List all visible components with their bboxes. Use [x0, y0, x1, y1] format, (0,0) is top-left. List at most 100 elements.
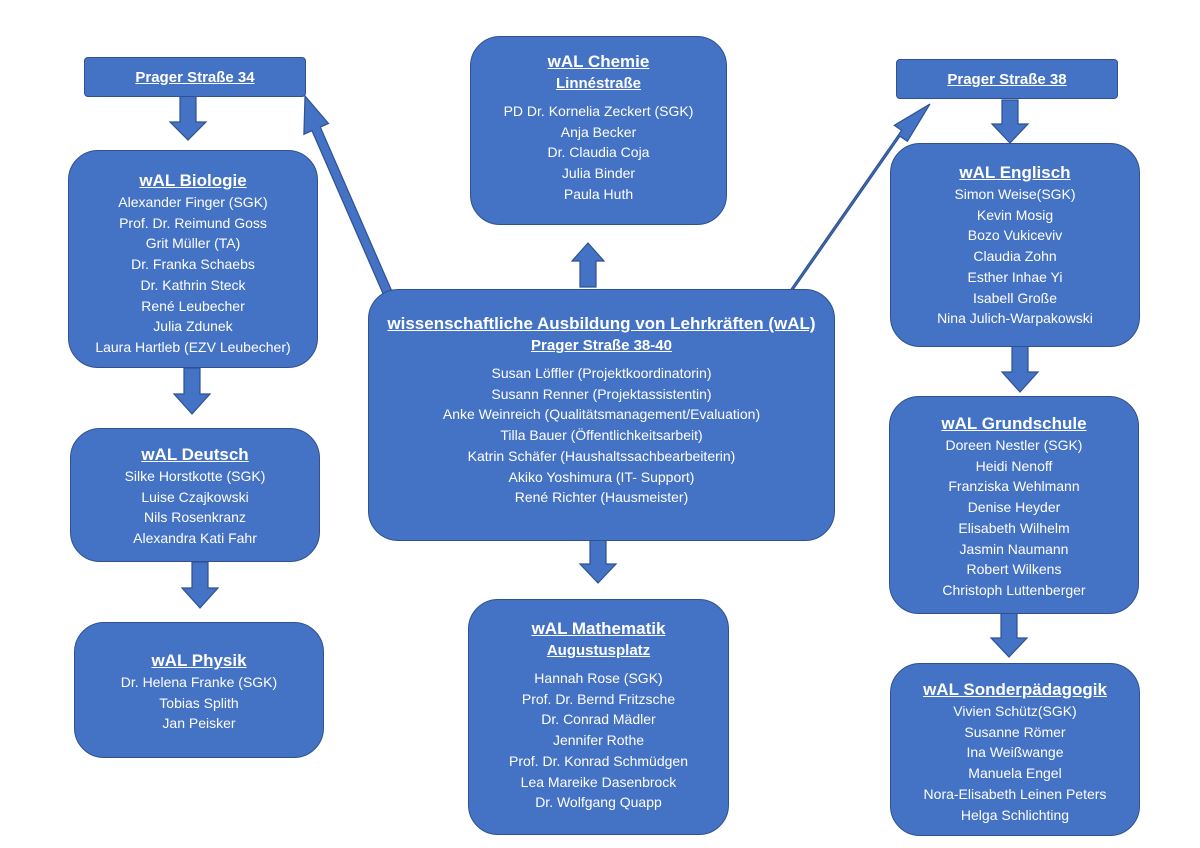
member-name: Susanne Römer — [964, 723, 1066, 740]
member-name: Prof. Dr. Bernd Fritzsche — [521, 690, 676, 707]
member-name: Christoph Luttenberger — [942, 581, 1086, 598]
member-name: Nils Rosenkranz — [144, 509, 246, 526]
member-name: Anja Becker — [560, 123, 637, 140]
center-member-list: Susan Löffler (Projektkoordinatorin) Sus… — [369, 363, 834, 508]
member-name: Tilla Bauer (Öffentlichkeitsarbeit) — [500, 427, 703, 444]
biologie-member-list: Alexander Finger (SGK) Prof. Dr. Reimund… — [69, 192, 317, 358]
member-name: PD Dr. Kornelia Zeckert (SGK) — [503, 103, 694, 119]
member-name: Jennifer Rothe — [552, 732, 645, 749]
member-name: Silke Horstkotte (SGK) — [124, 468, 266, 484]
wal-physik-box: wAL Physik Dr. Helena Franke (SGK) Tobia… — [74, 622, 324, 758]
member-name: Paula Huth — [563, 185, 634, 202]
member-name: Dr. Conrad Mädler — [541, 711, 656, 728]
member-name: Robert Wilkens — [966, 561, 1062, 578]
member-name: Kevin Mosig — [976, 206, 1054, 223]
arrow-center-to-prager34 — [303, 94, 396, 304]
arrow-prager34-to-biologie — [168, 95, 208, 141]
member-name: René Richter (Hausmeister) — [514, 489, 689, 506]
wal-englisch-box: wAL Englisch Simon Weise(SGK) Kevin Mosi… — [890, 143, 1140, 347]
wal-grundschule-box: wAL Grundschule Doreen Nestler (SGK) Hei… — [889, 396, 1139, 614]
member-name: Denise Heyder — [967, 499, 1061, 516]
member-name: Doreen Nestler (SGK) — [945, 437, 1083, 453]
chemie-subtitle: Linnéstraße — [555, 75, 642, 92]
englisch-title: wAL Englisch — [959, 163, 1071, 182]
physik-title: wAL Physik — [151, 651, 247, 670]
member-name: Alexander Finger (SGK) — [118, 194, 268, 210]
member-name: Katrin Schäfer (Haushaltssachbearbeiteri… — [467, 447, 736, 464]
sonderpaedagogik-member-list: Vivien Schütz(SGK) Susanne Römer Ina Wei… — [891, 701, 1139, 825]
arrow-biologie-to-deutsch — [172, 367, 212, 415]
wal-deutsch-box: wAL Deutsch Silke Horstkotte (SGK) Luise… — [70, 428, 320, 562]
member-name: Susan Löffler (Projektkoordinatorin) — [491, 365, 712, 381]
member-name: Nina Julich-Warpakowski — [937, 310, 1093, 327]
wal-sonderpaedagogik-box: wAL Sonderpädagogik Vivien Schütz(SGK) S… — [890, 663, 1140, 836]
member-name: Tobias Splith — [159, 694, 239, 711]
grundschule-title: wAL Grundschule — [941, 414, 1087, 433]
member-name: Hannah Rose (SGK) — [534, 670, 663, 686]
location-label-prager-34: Prager Straße 34 — [84, 57, 306, 97]
member-name: Isabell Große — [972, 289, 1058, 306]
wal-mathematik-box: wAL Mathematik Augustusplatz Hannah Rose… — [468, 599, 729, 835]
member-name: Vivien Schütz(SGK) — [953, 703, 1077, 719]
arrow-center-to-chemie — [570, 242, 606, 288]
member-name: Dr. Kathrin Steck — [140, 276, 246, 293]
mathematik-member-list: Hannah Rose (SGK) Prof. Dr. Bernd Fritzs… — [469, 668, 728, 813]
wal-chemie-box: wAL Chemie Linnéstraße PD Dr. Kornelia Z… — [470, 36, 727, 225]
mathematik-title: wAL Mathematik — [531, 619, 666, 638]
member-name: René Leubecher — [141, 297, 245, 314]
member-name: Nora-Elisabeth Leinen Peters — [923, 785, 1107, 802]
member-name: Julia Binder — [561, 165, 636, 182]
grundschule-member-list: Doreen Nestler (SGK) Heidi Nenoff Franzi… — [890, 435, 1138, 601]
member-name: Helga Schlichting — [960, 806, 1070, 823]
arrow-center-to-prager38 — [787, 103, 931, 298]
location-label-text: Prager Straße 34 — [135, 68, 255, 86]
member-name: Anke Weinreich (Qualitätsmanagement/Eval… — [442, 406, 761, 423]
arrow-center-to-mathematik — [578, 538, 618, 584]
member-name: Jan Peisker — [162, 715, 236, 732]
member-name: Susann Renner (Projektassistentin) — [491, 385, 712, 402]
mathematik-subtitle: Augustusplatz — [546, 642, 651, 659]
member-name: Luise Czajkowski — [141, 488, 249, 505]
member-name: Manuela Engel — [968, 765, 1062, 782]
member-name: Lea Mareike Dasenbrock — [520, 773, 677, 790]
deutsch-member-list: Silke Horstkotte (SGK) Luise Czajkowski … — [71, 466, 319, 549]
member-name: Esther Inhae Yi — [967, 268, 1063, 285]
member-name: Franziska Wehlmann — [948, 478, 1080, 495]
member-name: Claudia Zohn — [973, 248, 1057, 265]
member-name: Simon Weise(SGK) — [954, 186, 1076, 202]
member-name: Bozo Vukiceviv — [967, 227, 1063, 244]
member-name: Dr. Helena Franke (SGK) — [120, 674, 278, 690]
member-name: Alexandra Kati Fahr — [133, 530, 257, 547]
member-name: Akiko Yoshimura (IT- Support) — [508, 468, 695, 485]
arrow-grundschule-to-sonderpaedagogik — [989, 610, 1029, 658]
arrow-prager38-to-englisch — [990, 99, 1030, 144]
wal-biologie-box: wAL Biologie Alexander Finger (SGK) Prof… — [68, 150, 318, 368]
member-name: Julia Zdunek — [153, 318, 233, 335]
center-subtitle: Prager Straße 38-40 — [531, 337, 672, 354]
chemie-member-list: PD Dr. Kornelia Zeckert (SGK) Anja Becke… — [471, 101, 726, 205]
chemie-title: wAL Chemie — [547, 52, 650, 71]
center-title: wissenschaftliche Ausbildung von Lehrkrä… — [387, 314, 816, 333]
deutsch-title: wAL Deutsch — [141, 445, 249, 464]
arrow-deutsch-to-physik — [180, 561, 220, 609]
sonderpaedagogik-title: wAL Sonderpädagogik — [923, 680, 1107, 699]
member-name: Laura Hartleb (EZV Leubecher) — [95, 338, 291, 355]
member-name: Dr. Wolfgang Quapp — [535, 794, 662, 811]
biologie-title: wAL Biologie — [139, 171, 247, 190]
member-name: Dr. Franka Schaebs — [131, 256, 255, 273]
member-name: Heidi Nenoff — [975, 457, 1053, 474]
member-name: Elisabeth Wilhelm — [958, 519, 1070, 536]
member-name: Prof. Dr. Konrad Schmüdgen — [509, 752, 688, 769]
arrow-englisch-to-grundschule — [1000, 345, 1040, 393]
member-name: Prof. Dr. Reimund Goss — [119, 214, 267, 231]
member-name: Dr. Claudia Coja — [547, 144, 650, 161]
location-label-prager-38: Prager Straße 38 — [896, 59, 1118, 99]
wal-center-box: wissenschaftliche Ausbildung von Lehrkrä… — [368, 289, 835, 541]
englisch-member-list: Simon Weise(SGK) Kevin Mosig Bozo Vukice… — [891, 184, 1139, 329]
member-name: Grit Müller (TA) — [145, 235, 241, 252]
location-label-text: Prager Straße 38 — [947, 70, 1067, 88]
member-name: Ina Weißwange — [966, 744, 1064, 761]
physik-member-list: Dr. Helena Franke (SGK) Tobias Splith Ja… — [75, 672, 323, 734]
member-name: Jasmin Naumann — [959, 540, 1069, 557]
